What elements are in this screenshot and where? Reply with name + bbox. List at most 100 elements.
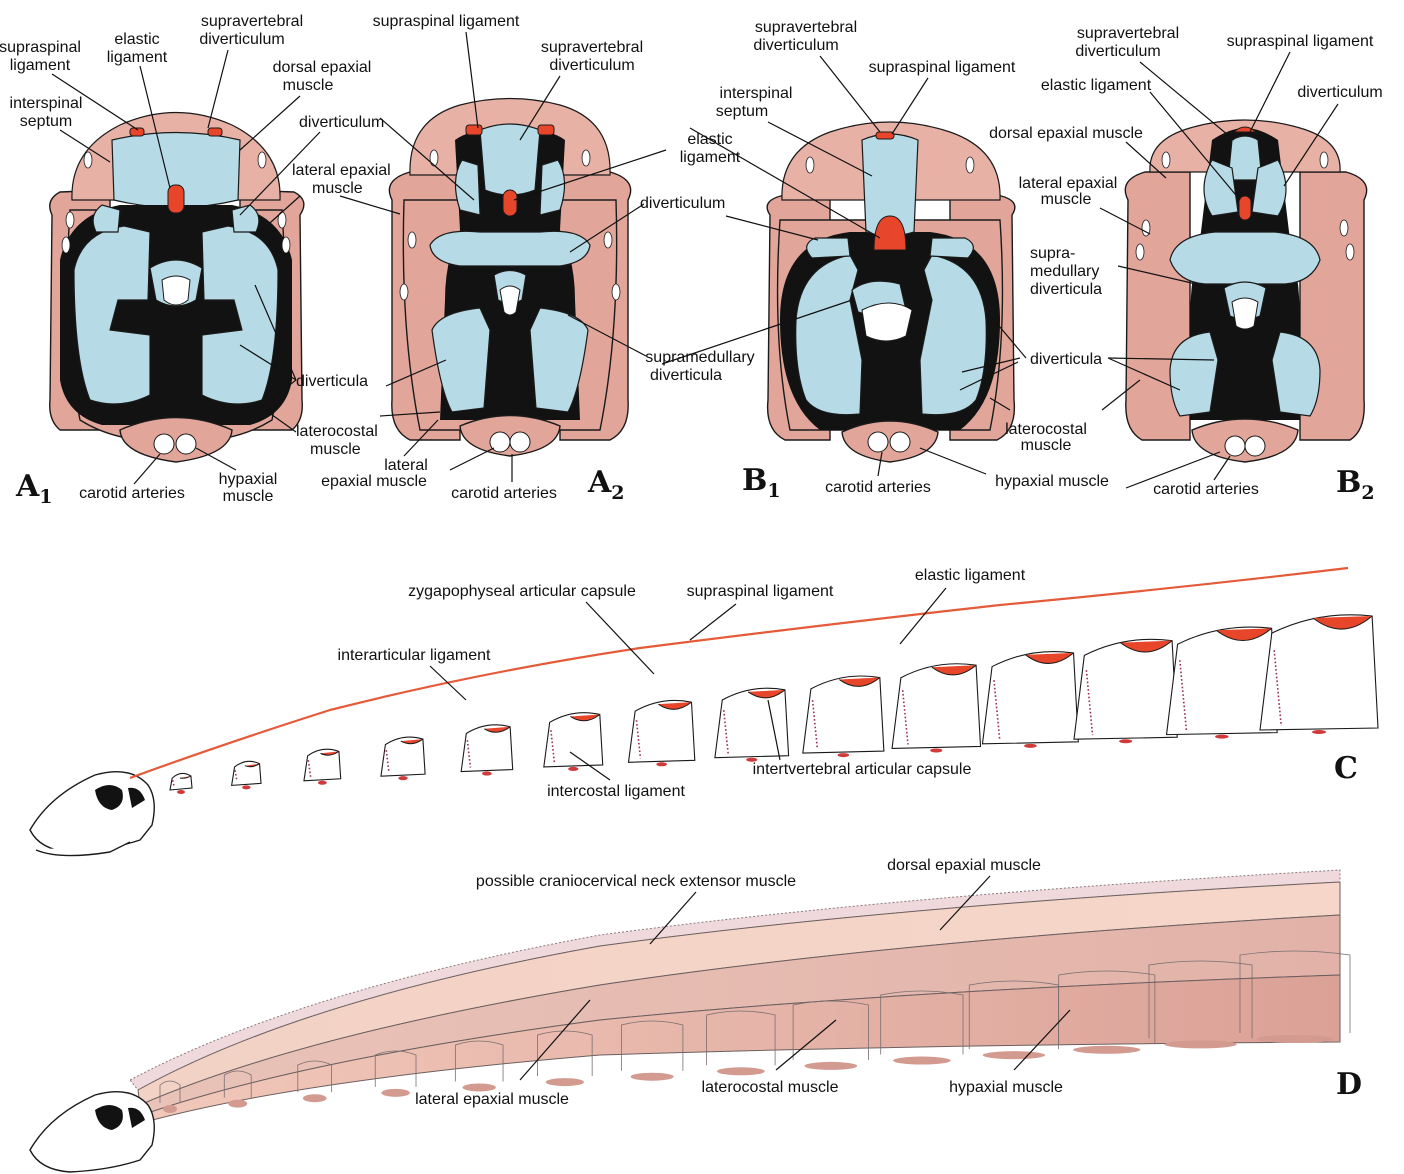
a1-label-lateral-epaxial-1: lateral epaxial <box>292 162 391 179</box>
d-hypaxial-segment <box>983 1051 1045 1059</box>
panel-letter-c: C <box>1334 751 1358 786</box>
panel-b2-cross-section <box>1125 120 1366 462</box>
b1-label-supravertebral-2: diverticulum <box>753 37 838 54</box>
a1-label-dorsal-epaxial-2: muscle <box>283 77 334 94</box>
d-label-hypaxial: hypaxial muscle <box>949 1079 1063 1096</box>
a1-label-diverticula: diverticula <box>296 373 368 390</box>
panel-letter-b2: B2 <box>1336 465 1375 504</box>
c-vertebra <box>461 725 513 776</box>
a2-process <box>430 231 590 266</box>
c-label-interarticular: interarticular ligament <box>338 647 492 664</box>
panel-letter-b1: B1 <box>742 463 781 502</box>
c-vertebra <box>982 652 1078 748</box>
c-label-supraspinal: supraspinal ligament <box>687 583 834 600</box>
c-skull <box>30 772 154 856</box>
a1-label-laterocostal-2: muscle <box>310 441 361 458</box>
b2-elastic-ligament <box>1239 196 1251 220</box>
a2-supraspinal-left <box>466 125 482 135</box>
b2-label-supravertebral-1: supravertebral <box>1077 25 1179 42</box>
c-label-elastic: elastic ligament <box>915 567 1026 584</box>
a2-label-supravertebral-2: diverticulum <box>549 57 634 74</box>
d-label-dorsal-epaxial: dorsal epaxial muscle <box>887 857 1041 874</box>
a1-label-supraspinal-1: supraspinal <box>0 39 81 56</box>
a1-label-supravertebral-1: supravertebral <box>201 13 303 30</box>
c-vertebra <box>544 713 603 771</box>
a1-label-lateral-epaxial-2: muscle <box>312 180 363 197</box>
b2-label-carotid: carotid arteries <box>1153 481 1259 498</box>
b2-label-supraspinal: supraspinal ligament <box>1227 33 1374 50</box>
d-hypaxial-segment <box>717 1067 765 1075</box>
a2-label-lateral-1: lateral <box>384 457 428 474</box>
a1-neural-canal <box>162 276 190 305</box>
b2-label-elastic: elastic ligament <box>1041 77 1152 94</box>
b2-label-lateral-1: lateral epaxial <box>1019 175 1118 192</box>
d-hypaxial-segment <box>804 1062 857 1070</box>
a1-label-dorsal-epaxial-1: dorsal epaxial <box>273 59 372 76</box>
panel-letter-a2: A2 <box>587 465 625 504</box>
a1-label-interspinal-2: septum <box>20 113 72 130</box>
a2-label-diverticulum: diverticulum <box>640 195 725 212</box>
d-hypaxial-segment <box>1257 1035 1334 1043</box>
d-hypaxial-segment <box>228 1100 247 1108</box>
b2-label-diverticula: diverticula <box>1030 351 1102 368</box>
panel-d-lateral-muscles <box>30 870 1350 1172</box>
a2-hypaxial-muscle <box>460 416 560 457</box>
c-vertebra <box>232 761 261 789</box>
a2-supravertebral-diverticulum <box>480 124 540 195</box>
b1-label-supraspinal: supraspinal ligament <box>869 59 1016 76</box>
a1-label-supraspinal-2: ligament <box>10 57 71 74</box>
b2-label-supramedullary-2: medullary <box>1030 263 1099 280</box>
c-label-intervertebral: intertvertebral articular capsule <box>753 761 972 778</box>
b2-hypaxial-muscle <box>1192 419 1298 462</box>
c-vertebra <box>1260 615 1378 734</box>
a1-label-supravertebral-2: diverticulum <box>199 31 284 48</box>
a1-label-laterocostal-1: laterocostal <box>296 423 378 440</box>
b1-supraspinal-ligament <box>876 132 894 139</box>
b2-label-lateral-2: muscle <box>1041 191 1092 208</box>
b2-label-diverticulum: diverticulum <box>1297 84 1382 101</box>
a1-label-hypaxial-1: hypaxial <box>219 471 278 488</box>
a1-label-interspinal-1: interspinal <box>10 95 83 112</box>
b2-label-laterocostal-1: laterocostal <box>1005 421 1087 438</box>
b2-neural-canal <box>1232 298 1258 329</box>
b1-label-interspinal-2: septum <box>716 103 768 120</box>
a2-label-lateral-2: epaxial muscle <box>321 473 427 490</box>
b2-label-supramedullary-1: supra- <box>1030 245 1075 262</box>
b1-diverticulum-right <box>930 238 973 258</box>
c-label-zygapophyseal: zygapophyseal articular capsule <box>408 583 636 600</box>
a1-label-elastic-1: elastic <box>114 31 159 48</box>
b2-label-supramedullary-3: diverticula <box>1030 281 1102 298</box>
b2-label-supravertebral-2: diverticulum <box>1075 43 1160 60</box>
a2-label-supravertebral-1: supravertebral <box>541 39 643 56</box>
a1-elastic-ligament <box>168 185 184 213</box>
d-hypaxial-segment <box>631 1073 674 1081</box>
d-label-lateral-epaxial: lateral epaxial muscle <box>415 1091 569 1108</box>
d-label-laterocostal: laterocostal muscle <box>702 1079 839 1096</box>
a1-label-diverticulum: diverticulum <box>299 114 384 131</box>
b1-label-hypaxial: hypaxial muscle <box>995 473 1109 490</box>
a2-label-carotid: carotid arteries <box>451 485 557 502</box>
c-vertebra <box>892 664 980 753</box>
c-vertebra <box>170 773 192 794</box>
a1-label-carotid: carotid arteries <box>79 485 185 502</box>
c-vertebra <box>304 749 341 785</box>
d-label-craniocervical: possible craniocervical neck extensor mu… <box>476 873 796 890</box>
d-hypaxial-segment <box>303 1094 327 1102</box>
d-hypaxial-segment <box>893 1057 951 1065</box>
c-vertebra <box>803 676 884 757</box>
a1-hypaxial-muscle <box>120 418 232 463</box>
d-hypaxial-segment <box>381 1089 410 1097</box>
b2-process <box>1170 232 1320 284</box>
d-hypaxial-segment <box>1164 1040 1236 1048</box>
a1-diverticulum-left <box>93 205 120 232</box>
a1-label-elastic-2: ligament <box>107 49 168 66</box>
panel-b1-cross-section <box>767 122 1015 462</box>
b2-label-dorsal-epaxial: dorsal epaxial muscle <box>989 125 1143 142</box>
d-skull <box>30 1092 154 1172</box>
b1-label-interspinal-1: interspinal <box>720 85 793 102</box>
panel-a2-cross-section <box>389 99 630 457</box>
a1-supraspinal-ligament-right <box>208 128 222 136</box>
b1-label-supravertebral-1: supravertebral <box>755 19 857 36</box>
d-hypaxial-segment <box>546 1078 584 1086</box>
